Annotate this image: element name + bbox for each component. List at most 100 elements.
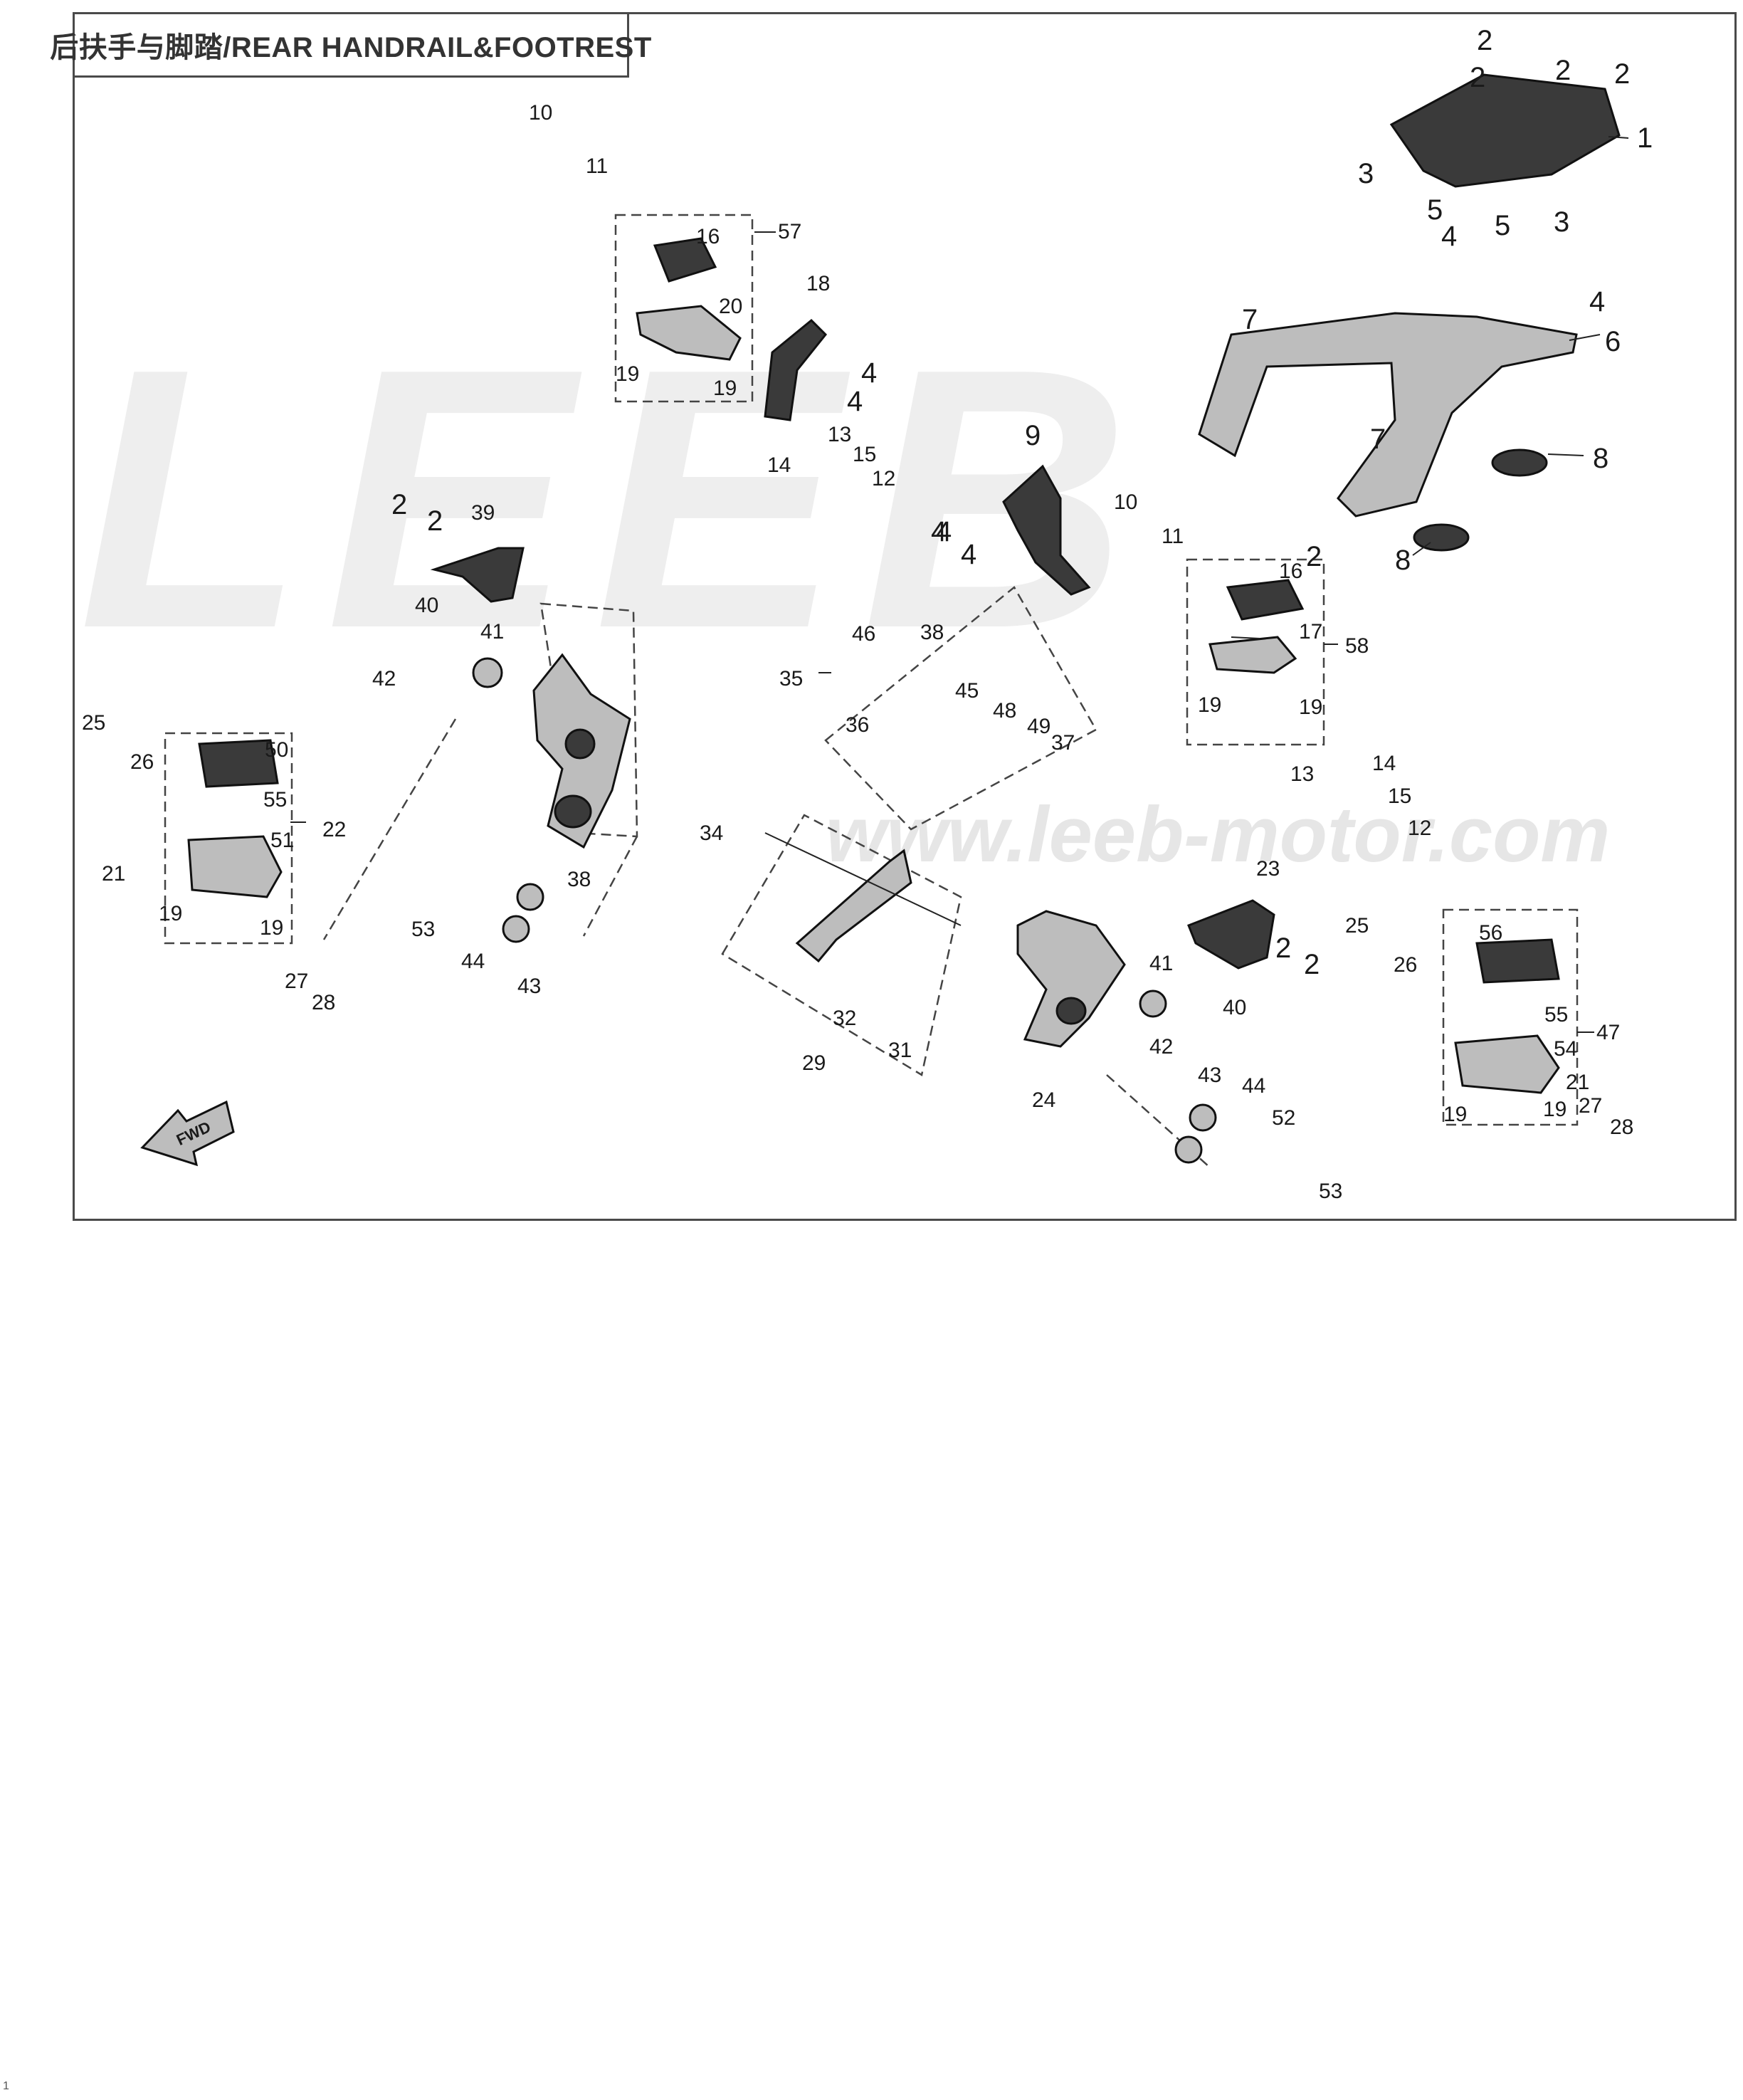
fwd-arrow-icon: [140, 1100, 235, 1167]
callout-label: 48: [993, 699, 1016, 723]
callout-label: 16: [696, 225, 720, 248]
callout-label: 7: [1370, 424, 1386, 455]
bushing-41-part: [472, 657, 503, 688]
callout-label: 40: [1223, 996, 1246, 1019]
callout-label: 10: [529, 101, 552, 125]
group-box-35: [824, 586, 1097, 831]
callout-label: 27: [285, 970, 308, 993]
callout-label: 42: [1149, 1035, 1173, 1059]
callout-label: 35: [779, 667, 803, 691]
rider-footrest-bracket-right-part: [1016, 910, 1126, 1048]
callout-label: 13: [828, 423, 851, 446]
callout-label: 21: [1566, 1071, 1589, 1094]
callout-label: 43: [517, 975, 541, 998]
callout-label: 2: [1306, 541, 1322, 572]
group-box-58: [1186, 558, 1325, 746]
callout-label: 3: [1554, 206, 1569, 238]
diagram-frame: [73, 12, 1737, 1221]
callout-label: 47: [1596, 1021, 1620, 1044]
group-box-29: [721, 814, 962, 1076]
callout-label: 4: [847, 386, 863, 417]
callout-label: 2: [1477, 25, 1492, 56]
callout-label: 25: [1345, 914, 1369, 938]
group-box-47: [1442, 908, 1579, 1126]
callout-label: 20: [719, 295, 742, 318]
callout-label: 37: [1051, 731, 1075, 755]
callout-label: 2: [1555, 55, 1571, 86]
callout-label: 19: [1299, 695, 1322, 719]
callout-label: 5: [1427, 194, 1443, 226]
callout-label: 52: [1272, 1106, 1295, 1130]
callout-label: 49: [1027, 715, 1050, 738]
group-box-57: [614, 214, 754, 403]
footrest-rubber-part: [653, 237, 717, 283]
callout-label: 10: [1114, 490, 1137, 514]
callout-label: 41: [480, 620, 504, 644]
callout-label: 19: [159, 902, 182, 925]
footrest-body-right-part: [1208, 636, 1297, 674]
callout-label: 3: [1358, 158, 1374, 189]
callout-label: 2: [391, 489, 407, 520]
callout-label: 28: [312, 991, 335, 1014]
footrest-rubber-right-part: [1226, 579, 1305, 621]
callout-label: 38: [920, 621, 944, 644]
callout-label: 22: [322, 818, 346, 841]
callout-label: 44: [461, 950, 485, 973]
callout-label: 15: [1388, 784, 1411, 808]
callout-label: 8: [1395, 545, 1411, 576]
callout-label: 24: [1032, 1088, 1055, 1112]
brake-pedal-part: [795, 849, 912, 963]
callout-label: 4: [961, 539, 976, 570]
callout-label: 4: [1589, 286, 1605, 317]
title-box: 后扶手与脚踏/REAR HANDRAIL&FOOTREST: [50, 12, 651, 78]
watermark-logo: LEEB: [78, 292, 1151, 705]
callout-label: 17: [1299, 620, 1322, 644]
callout-label: 13: [1290, 762, 1314, 786]
callout-label: 1: [1637, 122, 1653, 154]
callout-label: 53: [411, 918, 435, 941]
callout-label: 51: [270, 829, 294, 852]
callout-label: 14: [767, 453, 791, 477]
callout-label: 43: [1198, 1064, 1221, 1087]
group-box-22: [164, 732, 293, 945]
callout-label: 2: [1470, 62, 1485, 93]
callout-label: 40: [415, 594, 438, 617]
heel-guard-right-part: [1187, 899, 1275, 970]
footrest-body-part: [636, 305, 742, 361]
callout-label: 9: [1025, 420, 1041, 451]
callout-label: 4: [861, 357, 877, 389]
callout-label: 55: [1544, 1003, 1568, 1027]
callout-label: 15: [853, 443, 876, 466]
callout-label: 4: [931, 516, 947, 547]
callout-label: 19: [260, 916, 283, 940]
callout-label: 2: [1614, 58, 1630, 90]
callout-label: 39: [471, 501, 495, 525]
callout-label: 23: [1256, 857, 1280, 881]
bushing-43-right-part-2: [1174, 1135, 1203, 1164]
callout-label: 2: [1304, 949, 1320, 980]
footrest-bracket-part: [1002, 464, 1091, 596]
leader-lines: [290, 136, 1629, 1033]
bushing-43-part: [516, 883, 544, 911]
callout-label: 11: [586, 154, 608, 178]
dashed-link-left-2: [582, 836, 638, 937]
callout-label: 2: [427, 505, 443, 537]
callout-label: 54: [1554, 1037, 1577, 1061]
callout-label: 56: [1479, 921, 1502, 945]
callout-label: 31: [888, 1039, 912, 1062]
dashed-link-left: [322, 718, 457, 940]
diagram-title: 后扶手与脚踏/REAR HANDRAIL&FOOTREST: [50, 32, 652, 63]
callout-label: 55: [263, 788, 287, 812]
watermark: LEEB www.leeb-motor.com: [78, 292, 1610, 878]
callout-label: 26: [130, 750, 154, 774]
callout-label: 36: [846, 713, 869, 737]
footrest-rubber-right-rider-part: [1475, 938, 1560, 984]
callout-label: 8: [1593, 443, 1608, 474]
bushing-41-right-part: [1139, 989, 1167, 1018]
callout-label: 6: [1605, 326, 1621, 357]
bushing-43-right-part: [1189, 1103, 1217, 1132]
callout-label: 12: [1408, 817, 1431, 840]
rear-rack-plate-part: [1389, 73, 1621, 188]
watermark-url: www.leeb-motor.com: [826, 791, 1610, 878]
